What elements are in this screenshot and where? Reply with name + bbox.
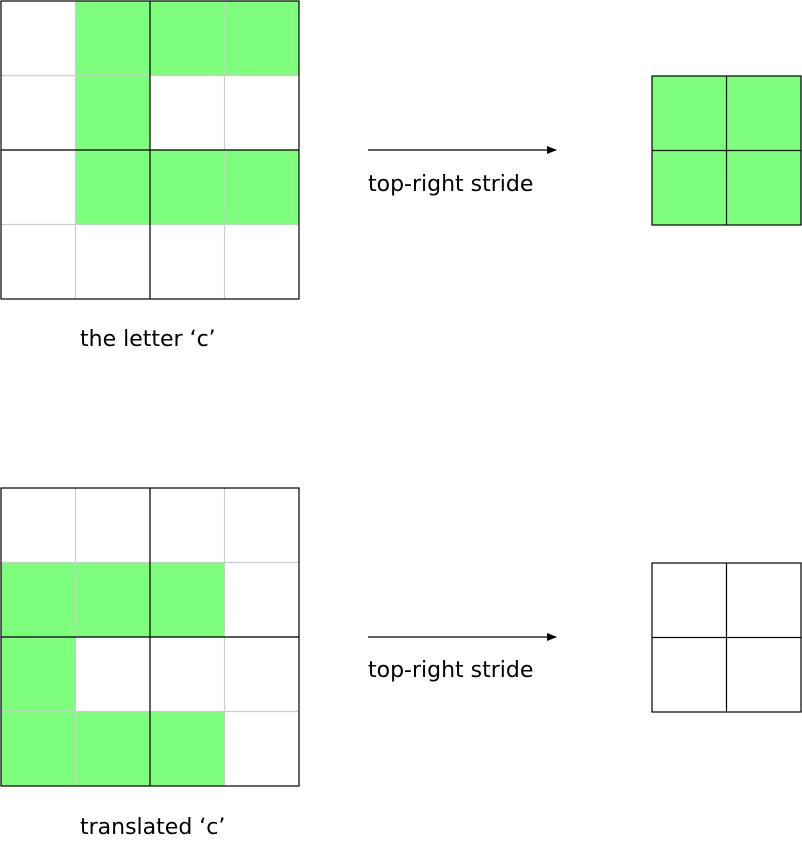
top-input-cell-3-1 xyxy=(75,224,150,299)
top-input-border xyxy=(0,0,300,300)
top-arrow-label: top-right stride xyxy=(368,172,534,197)
bottom-input-cell-1-3 xyxy=(224,562,299,637)
top-input-cell-1-1 xyxy=(75,75,150,150)
top-output-grid xyxy=(651,75,802,226)
bottom-output-cell-0-0 xyxy=(652,563,727,638)
bottom-input-cell-3-0 xyxy=(1,711,76,786)
top-input-cell-0-0 xyxy=(1,1,76,76)
top-input-cell-3-2 xyxy=(150,224,225,299)
bottom-input-cell-2-0 xyxy=(1,637,76,712)
top-output-cell-0-1 xyxy=(726,76,801,151)
bottom-output-grid xyxy=(651,562,802,713)
top-input-caption: the letter ‘c’ xyxy=(80,327,216,352)
top-input-cell-2-0 xyxy=(1,150,76,225)
bottom-input-cell-0-1 xyxy=(75,488,150,563)
bottom-output-cell-1-0 xyxy=(652,637,727,712)
top-output-cell-1-1 xyxy=(726,150,801,225)
bottom-input-cell-2-1 xyxy=(75,637,150,712)
top-input-cell-0-3 xyxy=(224,1,299,76)
top-input-cell-2-1 xyxy=(75,150,150,225)
bottom-input-cell-1-0 xyxy=(1,562,76,637)
bottom-input-cell-2-3 xyxy=(224,637,299,712)
bottom-input-cell-0-3 xyxy=(224,488,299,563)
bottom-input-cell-1-2 xyxy=(150,562,225,637)
bottom-input-cell-0-2 xyxy=(150,488,225,563)
top-input-cell-0-1 xyxy=(75,1,150,76)
bottom-output-cell-0-1 xyxy=(726,563,801,638)
top-input-cell-3-0 xyxy=(1,224,76,299)
top-input-cell-1-3 xyxy=(224,75,299,150)
bottom-input-caption: translated ‘c’ xyxy=(80,815,226,840)
top-input-cell-0-2 xyxy=(150,1,225,76)
top-output-cell-0-0 xyxy=(652,76,727,151)
bottom-input-cell-3-3 xyxy=(224,711,299,786)
bottom-input-cell-1-1 xyxy=(75,562,150,637)
top-input-cell-1-0 xyxy=(1,75,76,150)
top-output-cell-1-0 xyxy=(652,150,727,225)
bottom-output-cell-1-1 xyxy=(726,637,801,712)
bottom-arrow-label: top-right stride xyxy=(368,658,534,683)
bottom-input-cell-0-0 xyxy=(1,488,76,563)
bottom-input-cell-2-2 xyxy=(150,637,225,712)
top-input-cell-2-2 xyxy=(150,150,225,225)
bottom-input-border xyxy=(0,487,300,787)
bottom-input-grid xyxy=(0,487,300,787)
bottom-input-cell-3-2 xyxy=(150,711,225,786)
bottom-input-cell-3-1 xyxy=(75,711,150,786)
top-input-cell-1-2 xyxy=(150,75,225,150)
top-input-cell-2-3 xyxy=(224,150,299,225)
bottom-output-border xyxy=(651,562,802,713)
top-input-grid xyxy=(0,0,300,300)
top-output-border xyxy=(651,75,802,226)
top-input-cell-3-3 xyxy=(224,224,299,299)
